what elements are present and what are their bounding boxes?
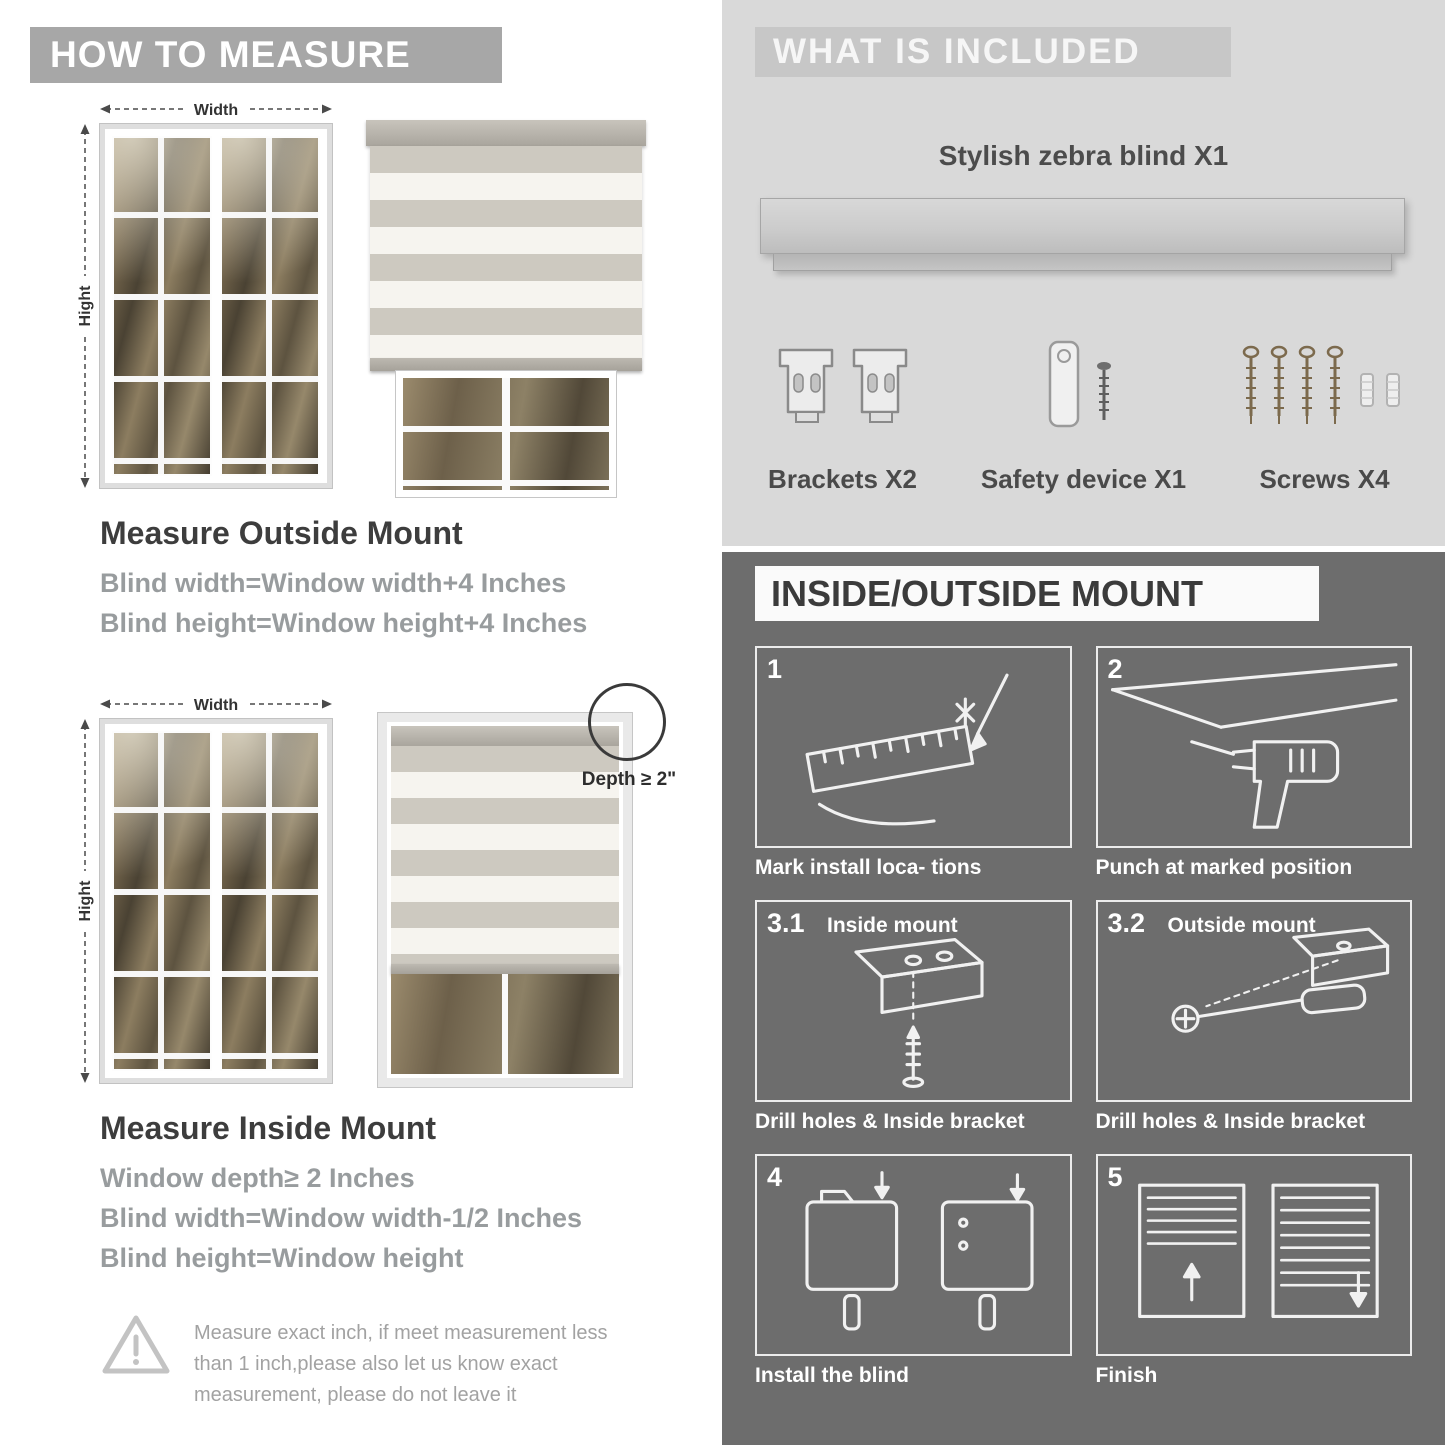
step-5: 5 [1095, 1154, 1412, 1392]
safety-device-item: Safety device X1 [963, 318, 1204, 495]
window-sash-left [112, 731, 212, 1071]
screws-label: Screws X4 [1259, 464, 1390, 494]
width-label: Width [194, 102, 238, 119]
step-number: 1 [767, 654, 783, 684]
step-number: 5 [1107, 1162, 1123, 1192]
headrail-illustration [760, 198, 1405, 271]
width-label: Width [194, 697, 238, 714]
outside-mount-blind-illustration [366, 120, 646, 498]
outside-mount-title: Measure Outside Mount [100, 515, 463, 551]
window-below-blind [391, 974, 619, 1074]
step-4: 4 [755, 1154, 1072, 1392]
outside-mount-rule-width: Blind width=Window width+4 Inches [100, 568, 567, 598]
step-1-caption: Mark install loca- tions [755, 856, 982, 879]
right-column: WHAT IS INCLUDED Stylish zebra blind X1 [722, 0, 1445, 1445]
step-number: 2 [1107, 654, 1123, 684]
step-3-1-caption: Drill holes & Inside bracket [755, 1110, 1025, 1133]
step-4-canvas: 4 [755, 1154, 1072, 1356]
outside-mount-figure: Width Hight [76, 98, 648, 498]
height-label: Hight [77, 880, 94, 922]
how-to-measure-header: HOW TO MEASURE [30, 27, 502, 83]
step-2: 2 Punch at marked po [1095, 646, 1412, 884]
step-1-canvas: 1 [755, 646, 1072, 848]
inside-mount-rule-height: Blind height=Window height [100, 1243, 464, 1273]
window-illustration [100, 124, 332, 488]
step-5-caption: Finish [1095, 1364, 1158, 1387]
drill-illustration [1110, 663, 1397, 829]
step-3-2: 3.2 Outside mount [1095, 900, 1412, 1138]
step-number: 3.2 [1107, 908, 1146, 938]
zebra-stripes [370, 146, 642, 358]
step-2-canvas: 2 [1095, 646, 1412, 848]
step-3-2-caption: Drill holes & Inside bracket [1095, 1110, 1366, 1133]
step-1: 1 [755, 646, 1072, 884]
width-arrow: Width [100, 100, 332, 119]
mark-locations-illustration [805, 673, 1009, 826]
install-blind-illustration [805, 1171, 1034, 1331]
mount-section-header: INSIDE/OUTSIDE MOUNT [755, 566, 1319, 621]
warning-triangle-icon [102, 1315, 170, 1374]
step-number: 3.1 [767, 908, 805, 938]
brackets-label: Brackets X2 [768, 464, 917, 494]
safety-device-icon [1048, 340, 1111, 428]
depth-label: Depth ≥ 2" [581, 769, 677, 790]
what-is-included-section: WHAT IS INCLUDED Stylish zebra blind X1 [722, 0, 1445, 546]
height-arrow: Hight [76, 124, 94, 488]
mount-steps-section: INSIDE/OUTSIDE MOUNT 1 [722, 552, 1445, 1445]
what-is-included-header: WHAT IS INCLUDED [755, 27, 1231, 77]
screws-item: Screws X4 [1204, 318, 1445, 495]
step-3-1: 3.1 Inside mount [755, 900, 1072, 1138]
step-3-1-canvas: 3.1 Inside mount [755, 900, 1072, 1102]
inside-mount-rule-depth: Window depth≥ 2 Inches [100, 1163, 415, 1193]
height-label: Hight [77, 285, 94, 327]
outside-bracket-illustration [1170, 927, 1389, 1033]
step-3-2-canvas: 3.2 Outside mount [1095, 900, 1412, 1102]
step-4-caption: Install the blind [755, 1364, 910, 1387]
blind-headrail [391, 726, 619, 746]
inside-mount-rule-width: Blind width=Window width-1/2 Inches [100, 1203, 583, 1233]
measure-warning: Measure exact inch, if meet measurement … [100, 1312, 640, 1411]
height-arrow: Hight [76, 719, 94, 1083]
step-2-caption: Punch at marked position [1095, 856, 1353, 879]
blind-item-label: Stylish zebra blind X1 [938, 140, 1229, 171]
inside-mount-figure: Width Hight [76, 683, 676, 1095]
step-title: Outside mount [1167, 914, 1316, 937]
step-title: Inside mount [827, 914, 958, 937]
window-sash-left [112, 136, 212, 476]
inside-bracket-illustration [854, 937, 984, 1088]
screws-icon [1242, 345, 1400, 426]
depth-detail-circle [588, 683, 666, 761]
blind-bottomrail [391, 964, 619, 974]
window-sash-right [220, 136, 320, 476]
blind-headrail [366, 120, 646, 146]
how-to-measure-section: HOW TO MEASURE Width Hight [0, 0, 722, 1445]
inside-mount-blind-illustration: Depth ≥ 2" [378, 683, 676, 1087]
finish-illustration [1137, 1183, 1379, 1319]
brackets-icon [778, 348, 907, 424]
window-below-blind [395, 370, 617, 498]
safety-device-label: Safety device X1 [980, 464, 1187, 494]
zebra-stripes [391, 746, 619, 964]
inside-mount-title: Measure Inside Mount [100, 1110, 437, 1146]
blind-bottomrail [370, 358, 642, 371]
brackets-item: Brackets X2 [722, 318, 963, 495]
step-number: 4 [767, 1162, 783, 1192]
warning-text: Measure exact inch, if meet measurement … [194, 1322, 608, 1406]
window-illustration [100, 719, 332, 1083]
width-arrow: Width [100, 695, 332, 714]
window-sash-right [220, 731, 320, 1071]
step-5-canvas: 5 [1095, 1154, 1412, 1356]
outside-mount-rule-height: Blind height=Window height+4 Inches [100, 608, 588, 638]
